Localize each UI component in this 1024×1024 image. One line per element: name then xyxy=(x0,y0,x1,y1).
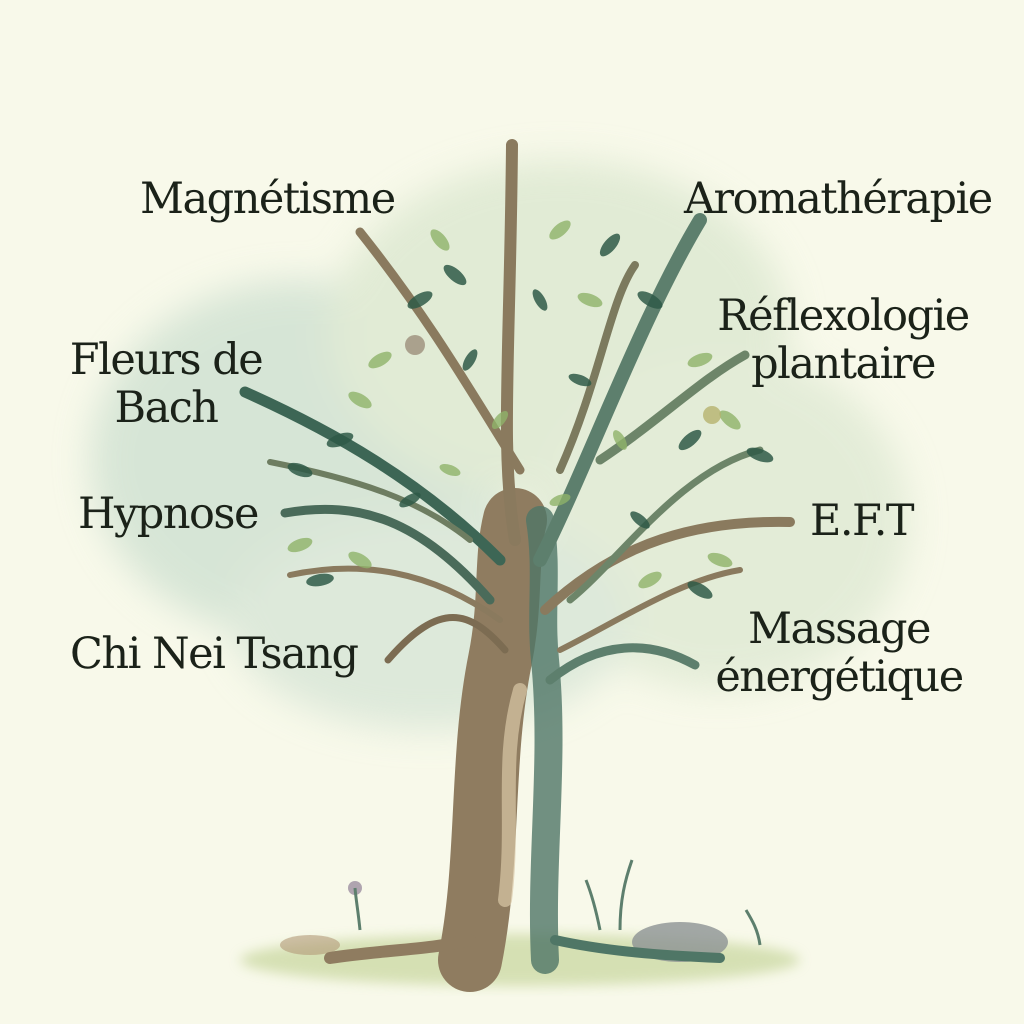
label-fleurs-de-bach: Fleurs de Bach xyxy=(66,336,266,432)
label-chi-nei-tsang: Chi Nei Tsang xyxy=(70,629,359,679)
label-fleurs-de-bach-line-2: Bach xyxy=(114,383,219,433)
label-massage-line-2: énergétique xyxy=(715,652,964,702)
label-magnetisme: Magnétisme xyxy=(140,174,396,224)
tree-foliage xyxy=(287,220,774,946)
label-aromatherapie: Aromathérapie xyxy=(684,174,993,224)
label-eft: E.F.T xyxy=(810,496,915,546)
label-massage-line-1: Massage xyxy=(748,604,931,654)
label-hypnose: Hypnose xyxy=(78,489,259,539)
label-reflexologie-line-1: Réflexologie xyxy=(717,291,970,341)
label-reflexologie-plantaire: Réflexologie plantaire xyxy=(712,292,974,388)
tree-branches xyxy=(239,139,795,992)
label-massage-energetique: Massage énergétique xyxy=(708,605,970,701)
label-fleurs-de-bach-line-1: Fleurs de xyxy=(69,335,264,385)
label-reflexologie-line-2: plantaire xyxy=(751,339,936,389)
